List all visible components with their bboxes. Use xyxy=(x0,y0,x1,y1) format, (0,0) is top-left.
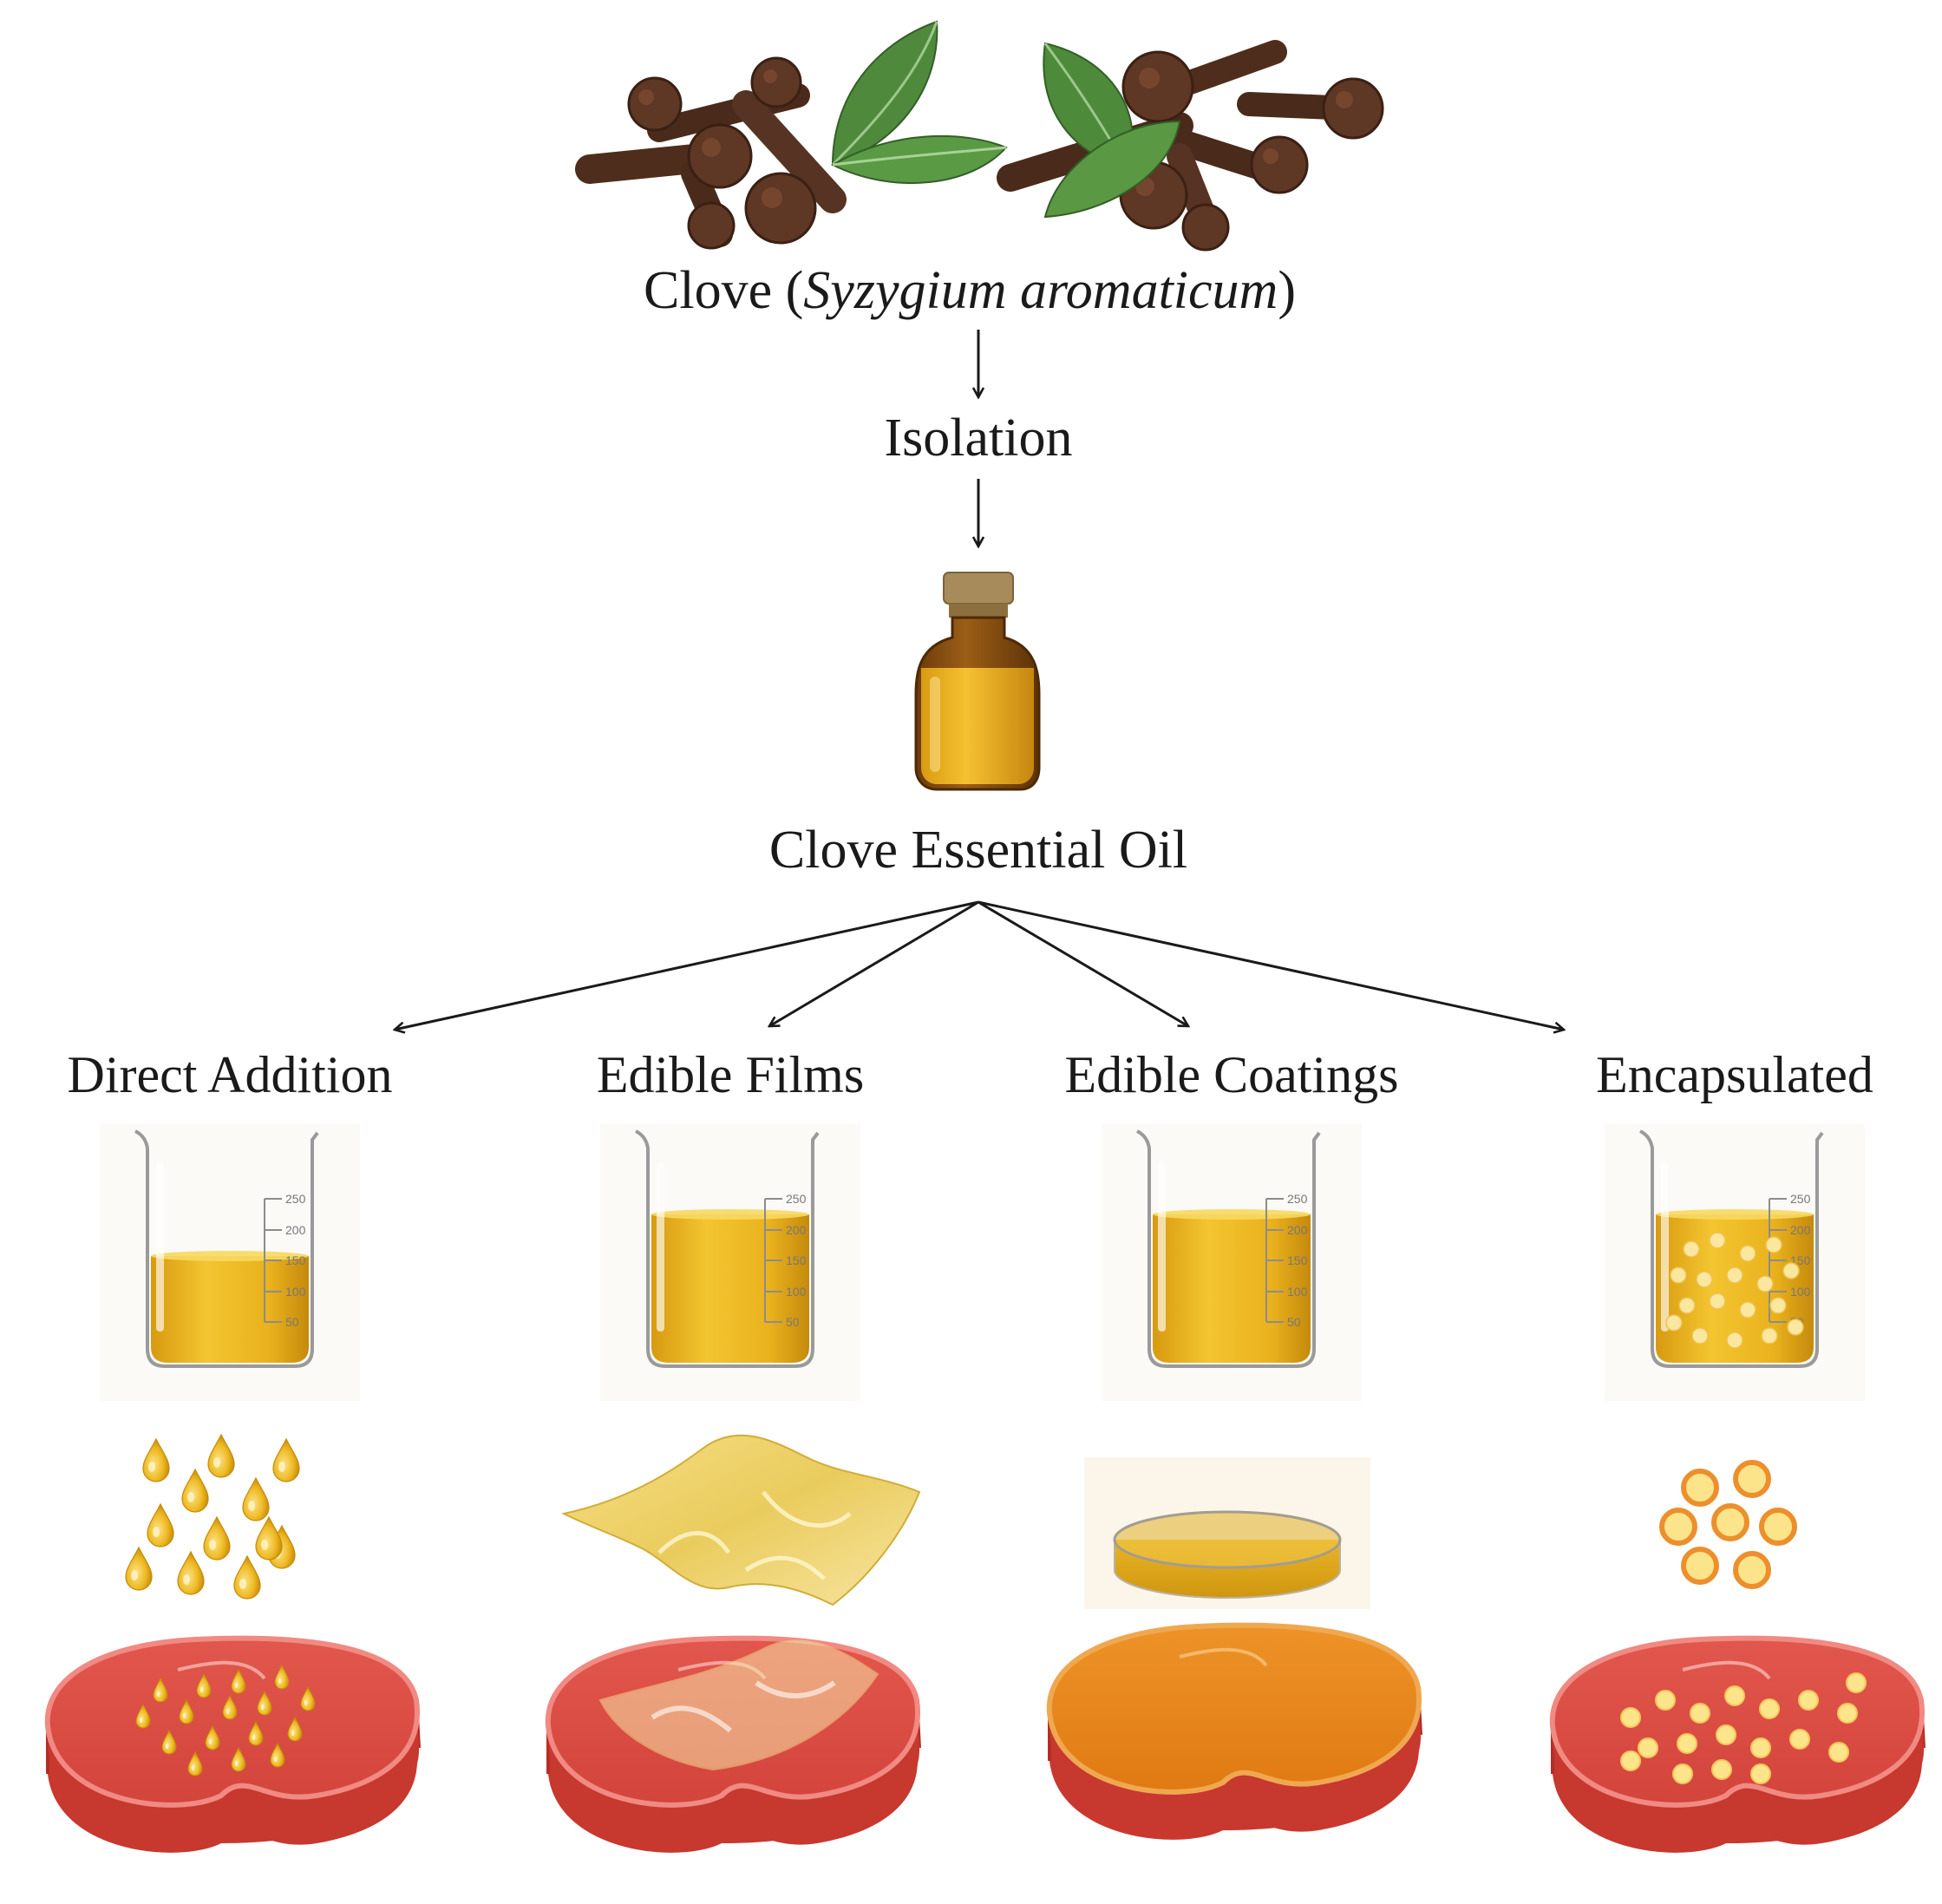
droplet-icon xyxy=(142,1438,170,1482)
capsule-icon xyxy=(1750,1737,1771,1758)
capsule-icon xyxy=(1798,1690,1819,1711)
source-scientific-name: (Syzygium aromaticum) xyxy=(785,261,1296,320)
method-label-edible-coatings: Edible Coatings xyxy=(1064,1046,1399,1103)
arrow-to-direct-addition xyxy=(395,900,979,1030)
droplets-cluster xyxy=(125,1434,300,1600)
capsule-icon xyxy=(1655,1690,1676,1711)
beaker-row: 250 200 150 100 50 250 200 150 100 50 250 200 150 100… xyxy=(100,1123,1865,1401)
beaker-scale-label: 100 xyxy=(1790,1285,1811,1299)
capsule-icon xyxy=(1716,1724,1736,1745)
beaker-scale-label: 150 xyxy=(1287,1253,1308,1267)
beaker-scale-label: 200 xyxy=(786,1223,807,1237)
capsule-icon xyxy=(1638,1737,1658,1758)
capsule-icon xyxy=(1620,1750,1641,1771)
meat-slice-icon xyxy=(44,1635,421,1853)
beaker-scale-label: 100 xyxy=(1287,1285,1308,1299)
beaker-scale-label: 250 xyxy=(285,1192,306,1206)
capsule-icon xyxy=(1681,1469,1719,1507)
method-label-edible-films: Edible Films xyxy=(596,1046,865,1103)
method-label-encapsulated: Encapsulated xyxy=(1596,1046,1873,1103)
droplet-icon xyxy=(242,1477,270,1521)
meat-slice-icon xyxy=(1549,1635,1926,1853)
arrow-to-edible-coatings xyxy=(978,900,1188,1026)
capsule-icon xyxy=(1690,1703,1710,1724)
bottle-icon xyxy=(914,572,1041,791)
capsule-icon xyxy=(1677,1733,1697,1754)
capsule-icon xyxy=(1789,1729,1810,1750)
capsule-icon xyxy=(1828,1742,1849,1763)
capsule-icon xyxy=(1759,1698,1780,1719)
beaker-scale-label: 50 xyxy=(1287,1315,1301,1329)
droplet-icon xyxy=(177,1551,205,1595)
capsule-icon xyxy=(1659,1508,1697,1546)
capsule-icon xyxy=(1733,1460,1771,1498)
capsule-icon xyxy=(1672,1763,1693,1784)
beaker-scale-label: 200 xyxy=(285,1223,306,1237)
capsule-icon xyxy=(1724,1685,1745,1706)
droplet-icon xyxy=(272,1438,300,1482)
droplet-icon xyxy=(233,1555,261,1600)
meat-slice-icon xyxy=(1046,1622,1422,1840)
beaker-scale-label: 250 xyxy=(1790,1192,1811,1206)
beaker-scale-label: 100 xyxy=(786,1285,807,1299)
beaker-scale-label: 50 xyxy=(285,1315,299,1329)
method-label-direct-addition: Direct Addition xyxy=(67,1046,393,1103)
beaker-scale-label: 150 xyxy=(786,1253,807,1267)
meat-slice-icon xyxy=(545,1635,921,1853)
beaker-scale-label: 250 xyxy=(786,1192,807,1206)
capsule-icon xyxy=(1759,1508,1797,1546)
droplet-icon xyxy=(255,1516,283,1560)
beaker-scale-label: 250 xyxy=(1287,1192,1308,1206)
isolation-step-label: Isolation xyxy=(884,409,1073,468)
droplet-icon xyxy=(203,1516,231,1560)
capsule-icon xyxy=(1750,1763,1771,1784)
beaker-scale-label: 100 xyxy=(285,1285,306,1299)
film-icon xyxy=(598,1639,879,1771)
beaker-scale-label: 200 xyxy=(1287,1223,1308,1237)
beaker-scale-label: 50 xyxy=(786,1315,800,1329)
film-icon xyxy=(561,1434,921,1606)
capsule-icon xyxy=(1846,1672,1867,1693)
meat-row xyxy=(44,1622,1926,1853)
beaker-icon: 250 200 150 100 50 xyxy=(100,1123,360,1401)
capsule-icon xyxy=(1837,1703,1858,1724)
capsule-icon xyxy=(1620,1707,1641,1728)
capsules-cluster xyxy=(1659,1460,1797,1589)
capsule-icon xyxy=(1681,1547,1719,1585)
clove-illustration xyxy=(575,20,1384,252)
beaker-icon: 250 200 150 100 50 xyxy=(1102,1123,1362,1401)
arrow-to-encapsulated xyxy=(978,900,1564,1030)
beaker-scale-label: 150 xyxy=(285,1253,306,1267)
droplet-icon xyxy=(207,1434,235,1478)
beaker-icon: 250 200 150 100 50 xyxy=(600,1123,860,1401)
droplet-icon xyxy=(181,1469,209,1513)
capsule-icon xyxy=(1711,1503,1749,1541)
droplet-icon xyxy=(147,1503,174,1547)
capsule-icon xyxy=(1711,1759,1732,1780)
product-label: Clove Essential Oil xyxy=(768,821,1188,880)
branch-arrows xyxy=(395,900,1564,1030)
arrow-to-edible-films xyxy=(769,900,979,1026)
droplet-icon xyxy=(125,1547,153,1591)
leaf-icon xyxy=(830,20,1008,184)
capsule-icon xyxy=(1733,1551,1771,1589)
petri-dish-icon xyxy=(1084,1457,1370,1609)
source-title: Clove (Syzygium aromaticum) xyxy=(644,260,1296,322)
source-name: Clove xyxy=(644,261,773,320)
beaker-scale-label: 200 xyxy=(1790,1223,1811,1237)
